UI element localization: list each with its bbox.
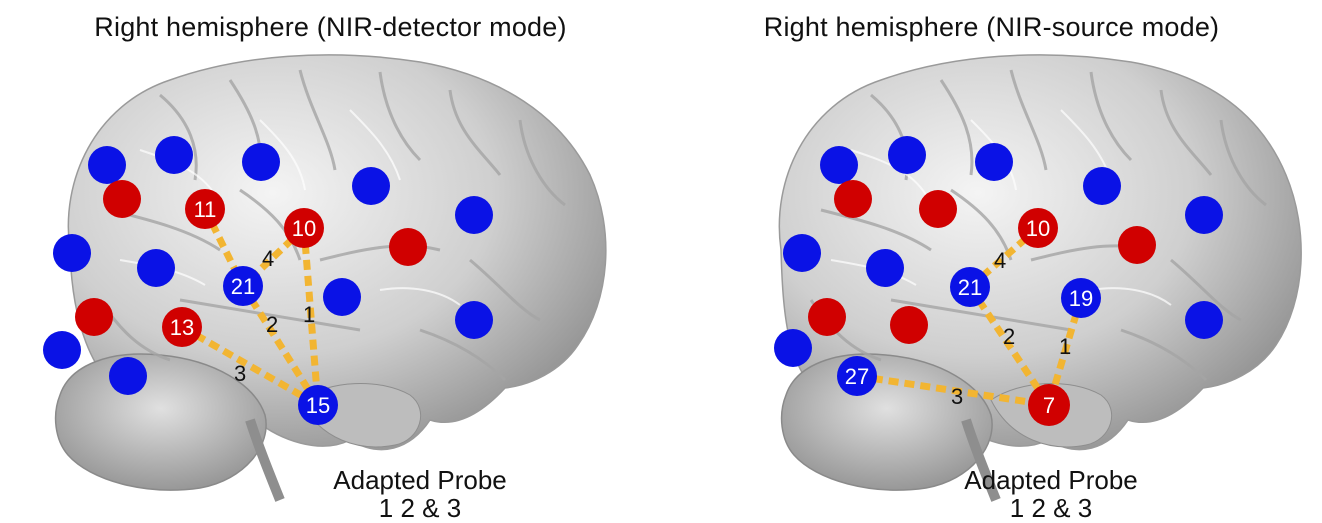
optode-21: 21 xyxy=(950,267,990,307)
optode-label: 10 xyxy=(1026,216,1050,241)
detector-optode xyxy=(1185,196,1223,234)
optode-27: 27 xyxy=(837,356,877,396)
detector-optode xyxy=(888,136,926,174)
panel-source-mode: Right hemisphere (NIR-source mode) xyxy=(661,0,1322,523)
optode-15: 15 xyxy=(298,385,338,425)
detector-optode xyxy=(155,136,193,174)
brain-diagram: 4 2 1 3 10 7 21 19 27 xyxy=(661,0,1322,523)
detector-optode xyxy=(137,249,175,287)
source-optode xyxy=(834,180,872,218)
source-optode xyxy=(890,306,928,344)
detector-optode xyxy=(1185,301,1223,339)
caption: Adapted Probe 1 2 & 3 xyxy=(931,466,1171,522)
detector-optode xyxy=(975,143,1013,181)
channel-label: 4 xyxy=(994,248,1006,273)
optode-10: 10 xyxy=(1018,208,1058,248)
detector-optode xyxy=(352,167,390,205)
detector-optode xyxy=(53,234,91,272)
detector-optode xyxy=(820,146,858,184)
source-optode xyxy=(808,298,846,336)
source-optode xyxy=(919,190,957,228)
detector-optode xyxy=(774,329,812,367)
optode-label: 13 xyxy=(170,315,194,340)
optode-19: 19 xyxy=(1061,278,1101,318)
detector-optode xyxy=(242,143,280,181)
channel-label: 3 xyxy=(234,361,246,386)
optode-13: 13 xyxy=(162,307,202,347)
detector-optode xyxy=(866,249,904,287)
source-optode xyxy=(1118,226,1156,264)
optode-21: 21 xyxy=(223,266,263,306)
brain-diagram: 4 1 2 3 11 10 13 21 xyxy=(0,0,661,523)
detector-optode xyxy=(323,278,361,316)
channel-label: 4 xyxy=(262,246,274,271)
optode-label: 21 xyxy=(958,275,982,300)
detector-optode xyxy=(1083,167,1121,205)
optode-label: 10 xyxy=(292,216,316,241)
optode-11: 11 xyxy=(185,189,225,229)
optode-7: 7 xyxy=(1028,384,1070,426)
channel-label: 3 xyxy=(951,384,963,409)
detector-optode xyxy=(109,357,147,395)
caption-line1: Adapted Probe xyxy=(300,466,540,494)
detector-optode xyxy=(88,146,126,184)
detector-optode xyxy=(43,331,81,369)
detector-optode xyxy=(783,234,821,272)
optode-10: 10 xyxy=(284,208,324,248)
channel-label: 1 xyxy=(303,302,315,327)
caption: Adapted Probe 1 2 & 3 xyxy=(300,466,540,522)
source-optode xyxy=(389,228,427,266)
optode-label: 11 xyxy=(194,197,217,222)
detector-optode xyxy=(455,301,493,339)
optode-label: 19 xyxy=(1069,286,1093,311)
detector-optode xyxy=(455,196,493,234)
brain-shape xyxy=(56,55,606,500)
caption-line1: Adapted Probe xyxy=(931,466,1171,494)
optode-label: 27 xyxy=(845,364,869,389)
source-optode xyxy=(75,298,113,336)
channel-label: 1 xyxy=(1059,334,1071,359)
channel-label: 2 xyxy=(1003,324,1015,349)
source-optode xyxy=(103,180,141,218)
optode-label: 21 xyxy=(231,274,255,299)
optode-label: 15 xyxy=(306,393,330,418)
optode-label: 7 xyxy=(1043,393,1055,418)
caption-line2: 1 2 & 3 xyxy=(931,494,1171,522)
brain-shape xyxy=(779,55,1301,500)
panel-detector-mode: Right hemisphere (NIR-detector mode) xyxy=(0,0,661,523)
channel-label: 2 xyxy=(266,312,278,337)
caption-line2: 1 2 & 3 xyxy=(300,494,540,522)
